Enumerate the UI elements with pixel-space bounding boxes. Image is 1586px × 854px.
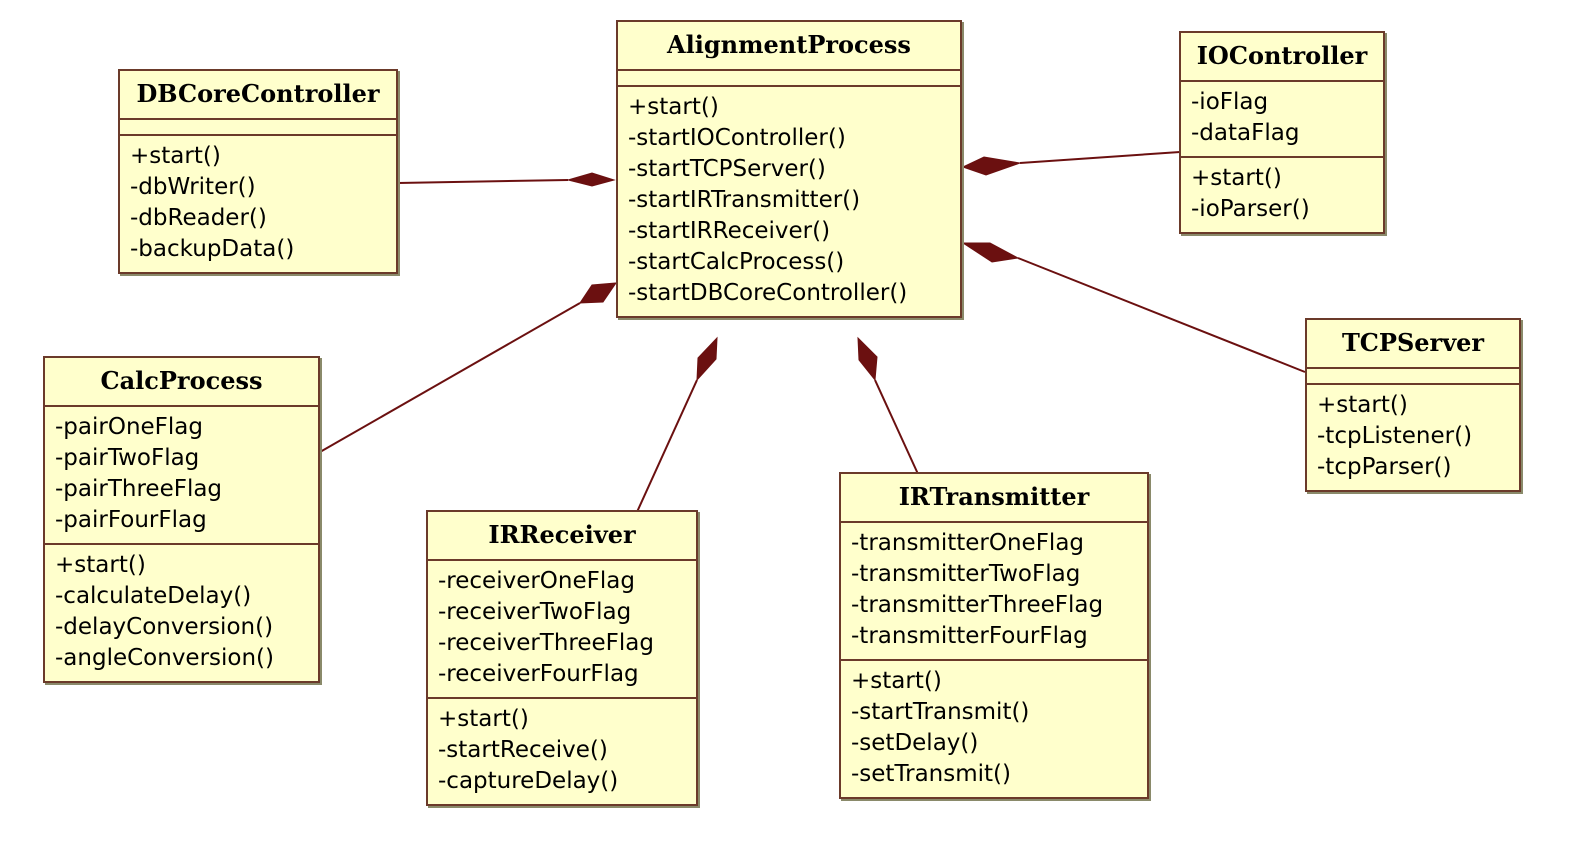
class-name: CalcProcess: [45, 358, 318, 407]
operations-compartment: +start() -dbWriter() -dbReader() -backupDat…: [120, 136, 396, 272]
operations-compartment: +start() -ioParser(): [1181, 158, 1383, 232]
class-name: AlignmentProcess: [618, 22, 960, 71]
operation: -setTransmit(): [851, 761, 1011, 787]
attribute: -receiverTwoFlag: [438, 599, 632, 625]
operation: -startIOController(): [628, 125, 846, 151]
composition-diamond-irtrans: [857, 336, 878, 382]
class-name: IOController: [1181, 33, 1383, 82]
attributes-compartment: -ioFlag -dataFlag: [1181, 82, 1383, 158]
attribute: -receiverOneFlag: [438, 568, 635, 594]
operation: -delayConversion(): [55, 614, 274, 640]
link-tcp: [1017, 257, 1306, 373]
attributes-compartment: [618, 71, 960, 87]
operation: -backupData(): [130, 236, 295, 262]
operation: +start(): [130, 143, 221, 169]
attribute: -transmitterFourFlag: [851, 623, 1088, 649]
operation: -startCalcProcess(): [628, 249, 845, 275]
attributes-compartment: -transmitterOneFlag -transmitterTwoFlag -t…: [841, 523, 1147, 661]
operation: -setDelay(): [851, 730, 979, 756]
operation: -dbReader(): [130, 205, 267, 231]
composition-diamond-dbcore: [566, 172, 616, 187]
attributes-compartment: -receiverOneFlag -receiverTwoFlag -receive…: [428, 561, 696, 699]
operation: -startDBCoreController(): [628, 280, 908, 306]
class-irtransmitter[interactable]: IRTransmitter-transmitterOneFlag-transmi…: [839, 472, 1149, 799]
operations-compartment: +start() -startReceive() -captureDelay(): [428, 699, 696, 804]
link-irrecv: [636, 379, 698, 513]
operation: -ioParser(): [1191, 196, 1310, 222]
composition-diamond-irrecv: [696, 336, 718, 382]
operations-compartment: +start() -startTransmit() -setDelay() -setT…: [841, 661, 1147, 797]
attribute: -transmitterOneFlag: [851, 530, 1085, 556]
operation: -tcpListener(): [1317, 423, 1473, 449]
attribute: -ioFlag: [1191, 89, 1269, 115]
operation: +start(): [851, 668, 942, 694]
attribute: -pairThreeFlag: [55, 476, 223, 502]
class-dbcorecontroller[interactable]: DBCoreController +start() -dbWriter() -dbRe…: [118, 69, 398, 274]
operation: -startTCPServer(): [628, 156, 826, 182]
attribute: -receiverThreeFlag: [438, 630, 654, 656]
class-tcpserver[interactable]: TCPServer +start() -tcpListener() -tcpParse…: [1305, 318, 1521, 492]
operation: -startTransmit(): [851, 699, 1030, 725]
class-name: IRTransmitter: [841, 474, 1147, 523]
operation: -captureDelay(): [438, 768, 619, 794]
operation: -startReceive(): [438, 737, 608, 763]
operations-compartment: +start() -calculateDelay() -delayConversio…: [45, 545, 318, 681]
operation: -angleConversion(): [55, 645, 275, 671]
attribute: -pairFourFlag: [55, 507, 207, 533]
attribute: -transmitterThreeFlag: [851, 592, 1104, 618]
class-name: IRReceiver: [428, 512, 696, 561]
link-calc: [319, 302, 581, 453]
operations-compartment: +start() -tcpListener() -tcpParser(): [1307, 385, 1519, 490]
link-dbcore: [397, 179, 569, 184]
operation: -calculateDelay(): [55, 583, 252, 609]
class-iocontroller[interactable]: IOController -ioFlag -dataFlag +start() -ioP…: [1179, 31, 1385, 234]
class-name: DBCoreController: [120, 71, 396, 120]
class-alignmentprocess[interactable]: AlignmentProcess +start() -startIOControll…: [616, 20, 962, 318]
operation: +start(): [438, 706, 529, 732]
attribute: -transmitterTwoFlag: [851, 561, 1081, 587]
attributes-compartment: [120, 120, 396, 136]
attribute: -dataFlag: [1191, 120, 1300, 146]
class-irreceiver[interactable]: IRReceiver -receiverOneFlag -receiverTwoFl…: [426, 510, 698, 806]
attributes-compartment: -pairOneFlag -pairTwoFlag -pairThreeFlag -p…: [45, 407, 318, 545]
composition-diamond-io: [961, 156, 1021, 176]
operation: -dbWriter(): [130, 174, 256, 200]
operation: +start(): [55, 552, 146, 578]
operation: +start(): [1191, 165, 1282, 191]
link-irtrans: [874, 379, 919, 475]
attributes-compartment: [1307, 369, 1519, 385]
class-name: TCPServer: [1307, 320, 1519, 369]
composition-diamond-tcp: [961, 242, 1020, 263]
operation: -tcpParser(): [1317, 454, 1452, 480]
operations-compartment: +start() -startIOController() -startTCPSer…: [618, 87, 960, 316]
operation: -startIRTransmitter(): [628, 187, 861, 213]
composition-diamond-calc: [579, 282, 618, 304]
operation: +start(): [1317, 392, 1408, 418]
class-calcprocess[interactable]: CalcProcess-pairOneFlag-pairTwoFlag-pair…: [43, 356, 320, 683]
link-io: [1019, 151, 1181, 164]
attribute: -pairOneFlag: [55, 414, 203, 440]
operation: -startIRReceiver(): [628, 218, 831, 244]
attribute: -pairTwoFlag: [55, 445, 200, 471]
attribute: -receiverFourFlag: [438, 661, 639, 687]
operation: +start(): [628, 94, 719, 120]
